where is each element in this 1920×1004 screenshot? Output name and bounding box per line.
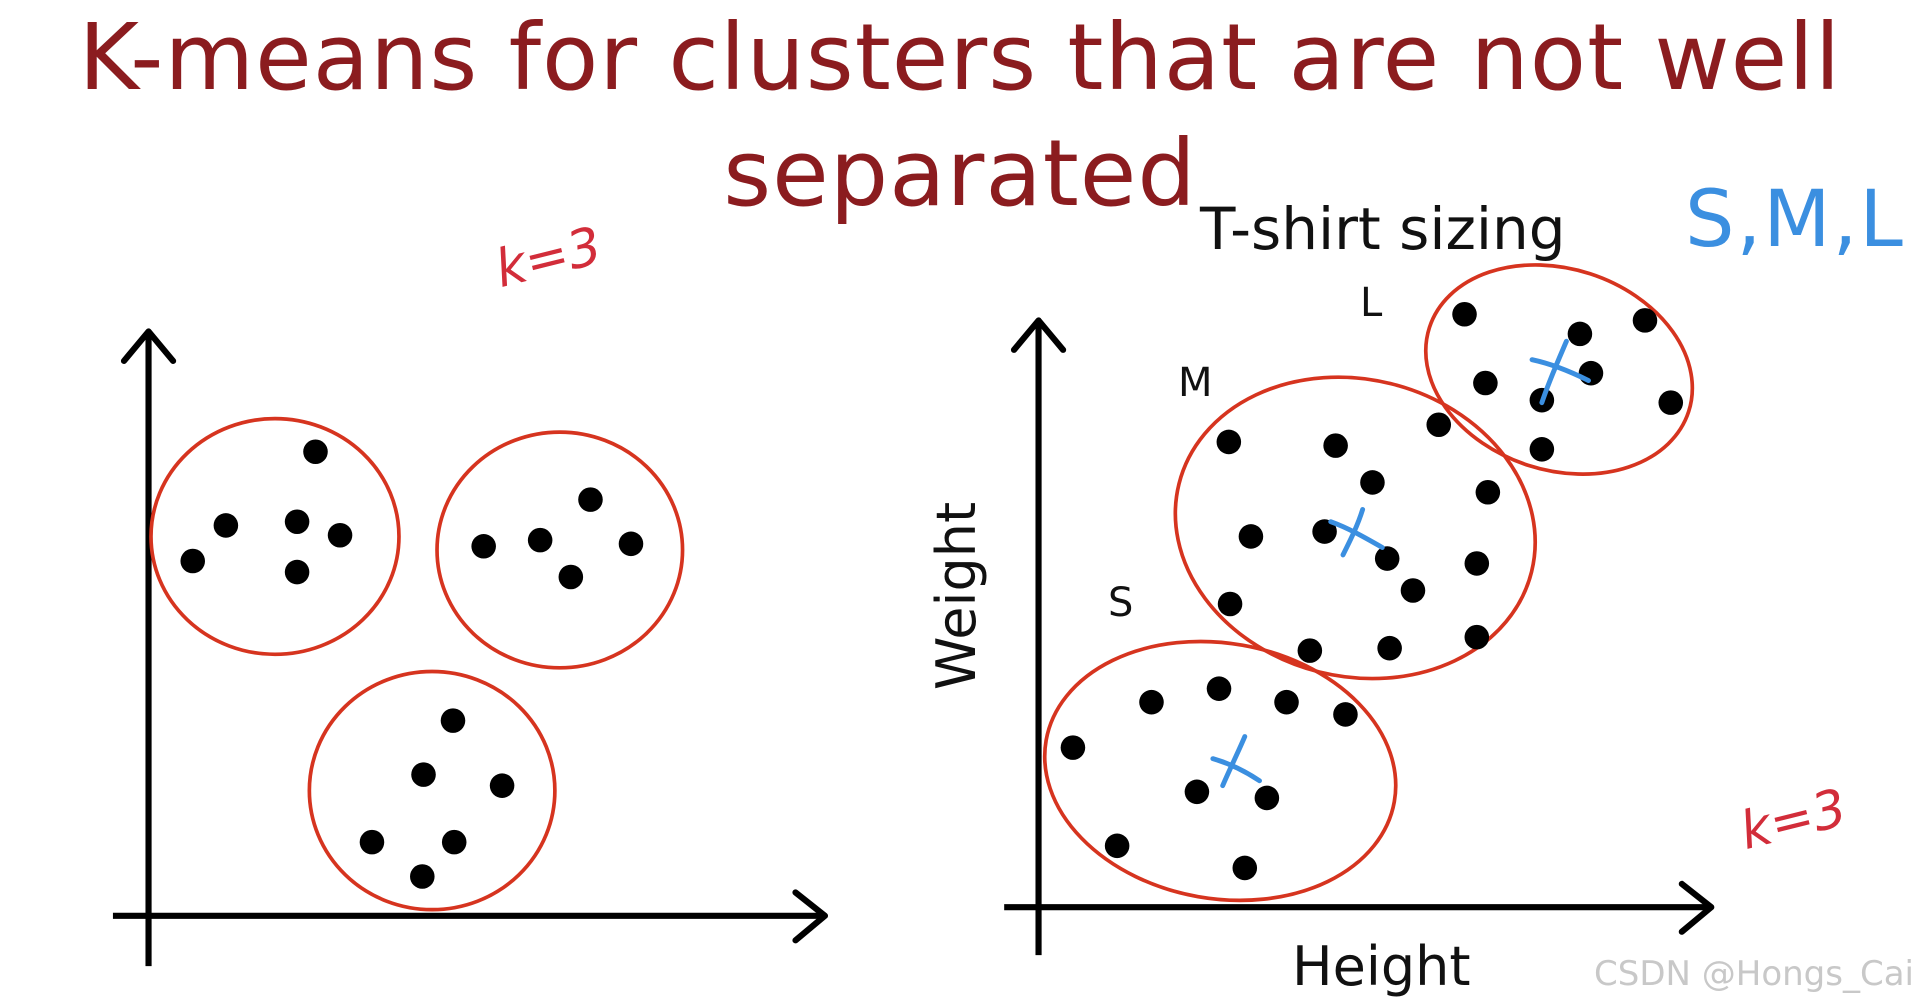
right-cluster-point-2-3: [1333, 702, 1358, 727]
centroid-mark-M: [1328, 506, 1385, 558]
left-cluster-point-1-4: [558, 564, 584, 590]
watermark: CSDN @Hongs_Cai: [1594, 954, 1914, 994]
left-x-arrowhead: [792, 889, 829, 944]
right-cluster-point-1-10: [1217, 591, 1243, 617]
left-cluster-point-2-5: [410, 864, 435, 889]
left-cluster-point-0-1: [213, 513, 239, 538]
right-cluster-point-1-8: [1464, 551, 1490, 576]
left-cluster-point-1-3: [618, 531, 644, 557]
right-cluster-point-0-0: [1452, 301, 1477, 327]
right-cluster-point-2-5: [1184, 779, 1210, 805]
left-points: [180, 439, 644, 889]
cluster-label-S: S: [1108, 580, 1134, 626]
centroid-mark-S: [1210, 734, 1262, 789]
left-cluster-point-0-4: [180, 548, 206, 574]
right-cluster-point-1-1: [1323, 433, 1348, 458]
right-x-arrowhead: [1678, 880, 1715, 935]
right-cluster-point-0-3: [1578, 360, 1604, 386]
cluster-label-M: M: [1178, 360, 1213, 406]
left-cluster-point-0-3: [327, 522, 353, 548]
right-cluster-point-1-2: [1426, 412, 1452, 438]
left-cluster-point-2-0: [440, 708, 466, 733]
right-cluster-point-2-7: [1104, 833, 1130, 859]
left-cluster-point-2-2: [489, 773, 515, 798]
right-cluster-point-0-2: [1632, 308, 1658, 333]
y-axis-label: Weight: [925, 501, 988, 690]
right-cluster-point-0-7: [1529, 437, 1555, 462]
sizes-note: S,M,L: [1685, 175, 1905, 265]
right-cluster-point-1-6: [1312, 519, 1337, 544]
right-cluster-point-2-1: [1206, 676, 1232, 701]
left-cluster-point-2-3: [359, 829, 385, 855]
right-cluster-point-1-7: [1374, 546, 1400, 571]
right-cluster-point-1-0: [1216, 429, 1242, 455]
left-cluster-ellipse-2: [435, 430, 685, 670]
right-y-arrowhead: [1010, 317, 1067, 353]
left-cluster-point-1-2: [527, 527, 553, 553]
right-ellipse-S: [1042, 639, 1398, 903]
right-points: [1060, 301, 1684, 881]
left-cluster-ellipse-1: [149, 416, 401, 657]
title-line-1: K-means for clusters that are not well: [78, 4, 1842, 111]
right-axes: [1004, 263, 1715, 956]
left-cluster-point-1-0: [578, 487, 603, 512]
left-cluster-point-2-4: [441, 829, 467, 855]
right-cluster-point-2-6: [1254, 785, 1280, 811]
left-cluster-point-0-2: [284, 509, 310, 535]
x-axis-label: Height: [1292, 935, 1471, 998]
right-cluster-point-0-6: [1658, 390, 1684, 415]
right-cluster-point-0-1: [1567, 321, 1593, 347]
left-cluster-point-1-1: [471, 534, 496, 559]
left-cluster-ellipse-3: [307, 669, 557, 912]
right-cluster-point-2-8: [1232, 855, 1258, 881]
right-cluster-point-0-4: [1473, 370, 1498, 396]
right-cluster-point-2-4: [1060, 735, 1086, 760]
right-ellipse-L: [1423, 263, 1695, 476]
left-cluster-point-0-5: [284, 559, 310, 585]
left-cluster-point-0-0: [303, 439, 328, 465]
right-cluster-point-1-5: [1238, 524, 1264, 549]
right-cluster-point-1-12: [1377, 635, 1402, 661]
left-axes: [112, 328, 829, 967]
right-cluster-point-1-13: [1464, 624, 1490, 650]
slide-title: K-means for clusters that are not well s…: [0, 0, 1920, 232]
right-cluster-point-2-0: [1139, 689, 1164, 715]
cluster-label-L: L: [1360, 280, 1383, 326]
right-cluster-point-1-9: [1400, 578, 1426, 603]
left-cluster-point-2-1: [411, 762, 436, 787]
right-cluster-point-1-4: [1475, 479, 1501, 505]
right-cluster-point-1-3: [1360, 470, 1385, 495]
centroid-mark-L: [1529, 338, 1591, 406]
left-y-arrowhead: [120, 328, 177, 364]
right-cluster-point-2-2: [1274, 689, 1299, 715]
title-line-2: separated: [723, 120, 1197, 227]
t-shirt-sizing-heading: T-shirt sizing: [1200, 195, 1566, 263]
right-cluster-point-1-11: [1297, 638, 1323, 663]
